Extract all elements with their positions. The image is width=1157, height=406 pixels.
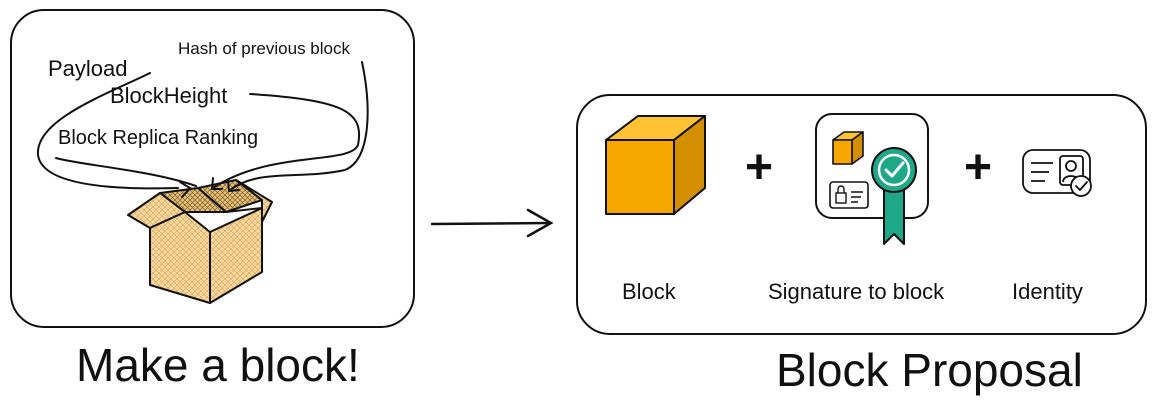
identity-label: Identity	[1012, 279, 1083, 304]
ranking-label: Block Replica Ranking	[58, 127, 259, 149]
make-block-caption: Make a block!	[76, 339, 360, 391]
signature-certificate-icon	[815, 113, 929, 245]
block-label: Block	[622, 279, 676, 304]
identity-card-icon	[1022, 149, 1092, 197]
plus-sign-1: +	[745, 141, 774, 194]
open-box-icon	[127, 179, 273, 304]
plus-sign-2: +	[964, 141, 993, 194]
label-arrows	[36, 61, 369, 198]
payload-label: Payload	[48, 56, 128, 81]
block-cube-icon	[605, 115, 706, 215]
hash-label: Hash of previous block	[178, 39, 350, 58]
signature-label: Signature to block	[768, 279, 945, 304]
block-height-label: BlockHeight	[110, 83, 228, 108]
block-proposal-caption: Block Proposal	[776, 344, 1083, 396]
